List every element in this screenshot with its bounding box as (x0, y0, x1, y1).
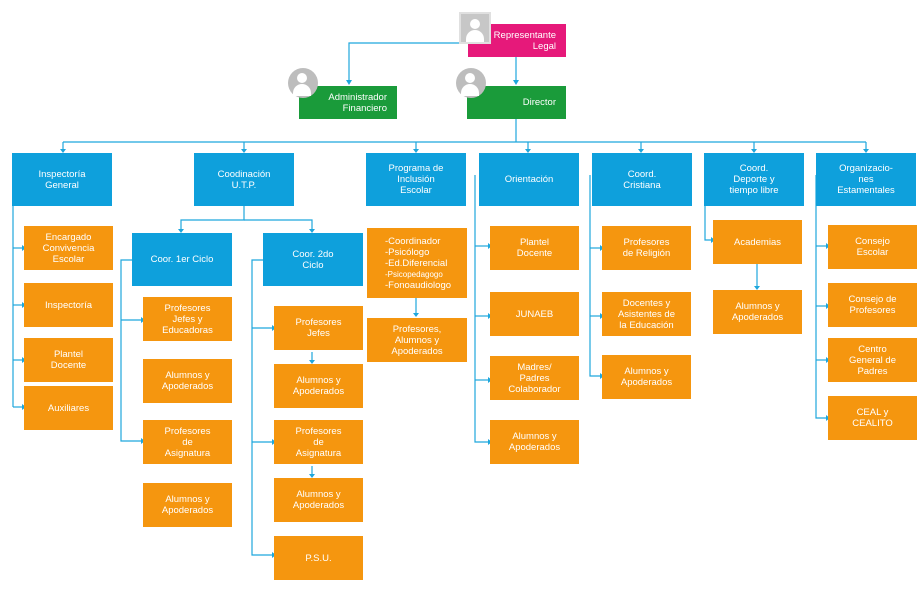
coor-2do-ciclo-box: Coor. 2do Ciclo (263, 233, 363, 286)
coor-1er-ciclo-box: Coor. 1er Ciclo (132, 233, 232, 286)
list-item: -Psicólogo (385, 246, 430, 258)
organizaciones-box: Organizacio- nes Estamentales (816, 153, 916, 206)
coord-cristiana-box: Coord. Cristiana (592, 153, 692, 206)
coordinacion-utp-box: Coodinación U.T.P. (194, 153, 294, 206)
list-item: -Fonoaudiologo (385, 279, 452, 291)
list-item: Profesores de Asignatura (143, 420, 232, 464)
user-avatar-icon (288, 68, 318, 98)
list-item: Encargado Convivencia Escolar (24, 226, 113, 270)
list-item: Auxiliares (24, 386, 113, 430)
list-item: Consejo de Profesores (828, 283, 917, 327)
director-box: Director (467, 86, 566, 119)
list-item: Inspectoría (24, 283, 113, 327)
programa-staff-box: -Coordinador -Psicólogo -Ed.Diferencial … (367, 228, 467, 298)
orientacion-box: Orientación (479, 153, 579, 206)
list-item: Alumnos y Apoderados (602, 355, 691, 399)
list-item: Alumnos y Apoderados (274, 478, 363, 522)
programa-inclusion-box: Programa de Inclusión Escolar (366, 153, 466, 206)
user-avatar-icon (459, 12, 491, 44)
list-item: Profesores de Religión (602, 226, 691, 270)
coord-deporte-box: Coord. Deporte y tiempo libre (704, 153, 804, 206)
list-item: Alumnos y Apoderados (143, 483, 232, 527)
list-item: Profesores Jefes (274, 306, 363, 350)
list-item: CEAL y CEALITO (828, 396, 917, 440)
list-item: -Coordinador (385, 235, 441, 247)
list-item: Plantel Docente (24, 338, 113, 382)
list-item: Alumnos y Apoderados (713, 290, 802, 334)
inspectoria-general-box: Inspectoría General (12, 153, 112, 206)
list-item: Alumnos y Apoderados (143, 359, 232, 403)
user-avatar-icon (456, 68, 486, 98)
list-item: -Psicopedagogo (385, 269, 443, 279)
list-item: P.S.U. (274, 536, 363, 580)
list-item: Madres/ Padres Colaborador (490, 356, 579, 400)
list-item: JUNAEB (490, 292, 579, 336)
list-item: Docentes y Asistentes de la Educación (602, 292, 691, 336)
list-item: Profesores Jefes y Educadoras (143, 297, 232, 341)
list-item: Profesores, Alumnos y Apoderados (367, 318, 467, 362)
list-item: Academias (713, 220, 802, 264)
list-item: Plantel Docente (490, 226, 579, 270)
list-item: Centro General de Padres (828, 338, 917, 382)
list-item: Alumnos y Apoderados (274, 364, 363, 408)
list-item: Consejo Escolar (828, 225, 917, 269)
list-item: Profesores de Asignatura (274, 420, 363, 464)
list-item: -Ed.Diferencial (385, 257, 448, 269)
list-item: Alumnos y Apoderados (490, 420, 579, 464)
